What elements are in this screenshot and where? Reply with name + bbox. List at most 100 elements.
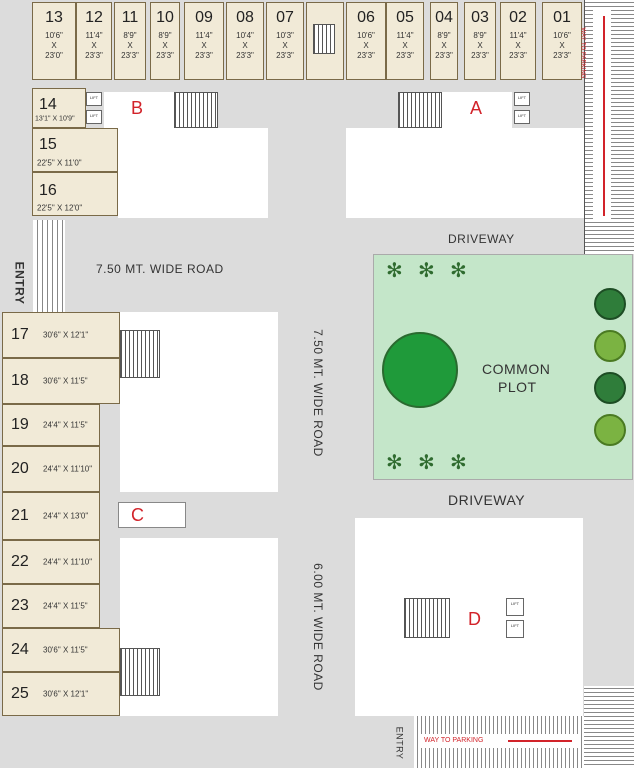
shop-number: 18 bbox=[11, 372, 29, 389]
stairs-24-25 bbox=[120, 648, 160, 696]
shop-23[interactable]: 23 24'4" X 11'5" bbox=[2, 584, 100, 628]
shop-number: 04 bbox=[435, 9, 453, 26]
shop-number: 03 bbox=[471, 9, 489, 26]
shop-number: 23 bbox=[11, 597, 29, 614]
entry-bottom-label: ENTRY bbox=[394, 726, 405, 760]
shop-dimensions: 24'4" X 11'10" bbox=[43, 557, 93, 567]
shop-number: 12 bbox=[85, 9, 103, 26]
shop-21[interactable]: 21 24'4" X 13'0" bbox=[2, 492, 100, 540]
shop-dimensions: 24'4" X 13'0" bbox=[43, 511, 89, 521]
big-tree-icon bbox=[382, 332, 458, 408]
palm-icon-6: ✻ bbox=[450, 452, 467, 474]
shop-dim-x: X bbox=[441, 41, 447, 50]
shop-number: 25 bbox=[11, 685, 29, 702]
shop-15-dimensions: 22'5" X 11'0" bbox=[37, 158, 82, 168]
shop-dim-x: X bbox=[51, 41, 57, 50]
shop-dim-x: X bbox=[477, 41, 483, 50]
shop-dimensions: 24'4" X 11'10" bbox=[43, 464, 93, 474]
shop-width: 10'6" bbox=[45, 31, 63, 40]
common-plot-line1: COMMON bbox=[482, 361, 551, 377]
shop-number: 21 bbox=[11, 507, 29, 524]
shop-dim-x: X bbox=[242, 41, 248, 50]
shop-number: 01 bbox=[553, 9, 571, 26]
shop-depth: 23'3" bbox=[276, 51, 294, 60]
shop-number: 11 bbox=[121, 9, 139, 26]
block-d-footprint bbox=[355, 518, 583, 716]
block-d-lift-2: LIFT bbox=[506, 620, 524, 638]
block-a-label: A bbox=[470, 98, 483, 118]
shop-width: 8'9" bbox=[158, 31, 172, 40]
shop-depth: 23'3" bbox=[396, 51, 414, 60]
shop-depth: 23'0" bbox=[45, 51, 63, 60]
shop-width: 8'9" bbox=[473, 31, 487, 40]
shop-depth: 23'3" bbox=[121, 51, 139, 60]
shop-dim-x: X bbox=[559, 41, 565, 50]
shop-dimensions: 24'4" X 11'5" bbox=[43, 420, 88, 430]
block-d-label: D bbox=[468, 609, 481, 629]
shop-depth: 23'3" bbox=[85, 51, 103, 60]
shrub-icon-3 bbox=[594, 372, 626, 404]
shop-14[interactable]: 14 13'1" X 10'9" bbox=[32, 88, 86, 128]
block-d-stairs bbox=[404, 598, 450, 638]
way-to-parking-top-label: WAY TO PARKING bbox=[579, 27, 586, 79]
shop-16-dimensions: 22'5" X 12'0" bbox=[37, 203, 83, 213]
shop-depth: 23'3" bbox=[509, 51, 527, 60]
top-stairs bbox=[313, 24, 335, 54]
shop-16[interactable]: 16 22'5" X 12'0" bbox=[32, 172, 118, 216]
road-vertical-1-label: 7.50 MT. WIDE ROAD bbox=[310, 329, 325, 457]
palm-icon-3: ✻ bbox=[450, 260, 467, 282]
shop-depth: 23'3" bbox=[357, 51, 375, 60]
shop-depth: 23'3" bbox=[195, 51, 213, 60]
shop-width: 10'6" bbox=[357, 31, 375, 40]
block-a-bar bbox=[442, 92, 512, 128]
block-a-lift-1: LIFT bbox=[514, 92, 530, 106]
shop-number: 05 bbox=[396, 9, 414, 26]
shop-15[interactable]: 15 22'5" X 11'0" bbox=[32, 128, 118, 172]
shop-number: 08 bbox=[236, 9, 254, 26]
road-horizontal-label: 7.50 MT. WIDE ROAD bbox=[96, 262, 224, 276]
stairs-17-18 bbox=[120, 330, 160, 378]
shop-15-number: 15 bbox=[39, 136, 57, 153]
shop-width: 8'9" bbox=[123, 31, 137, 40]
way-to-parking-bottom-label: WAY TO PARKING bbox=[424, 737, 484, 744]
shop-number: 09 bbox=[195, 9, 213, 26]
shop-dim-x: X bbox=[127, 41, 133, 50]
driveway-mid-label: DRIVEWAY bbox=[448, 492, 526, 508]
block-b-bar bbox=[104, 92, 174, 128]
block-b-label: B bbox=[131, 98, 144, 118]
shop-dim-x: X bbox=[402, 41, 408, 50]
way-to-parking-bottom: WAY TO PARKING bbox=[420, 734, 580, 748]
shop-number: 17 bbox=[11, 326, 29, 343]
shop-number: 06 bbox=[357, 9, 375, 26]
palm-icon-4: ✻ bbox=[386, 452, 403, 474]
palm-icon-5: ✻ bbox=[418, 452, 435, 474]
shop-dimensions: 24'4" X 11'5" bbox=[43, 601, 88, 611]
shop-22[interactable]: 22 24'4" X 11'10" bbox=[2, 540, 100, 584]
shop-width: 11'4" bbox=[85, 31, 103, 40]
shop-depth: 23'3" bbox=[553, 51, 571, 60]
shop-width: 10'6" bbox=[553, 31, 571, 40]
shop-number: 24 bbox=[11, 641, 29, 658]
shop-width: 11'4" bbox=[195, 31, 213, 40]
shop-number: 22 bbox=[11, 553, 29, 570]
block-b-stairs bbox=[174, 92, 218, 128]
